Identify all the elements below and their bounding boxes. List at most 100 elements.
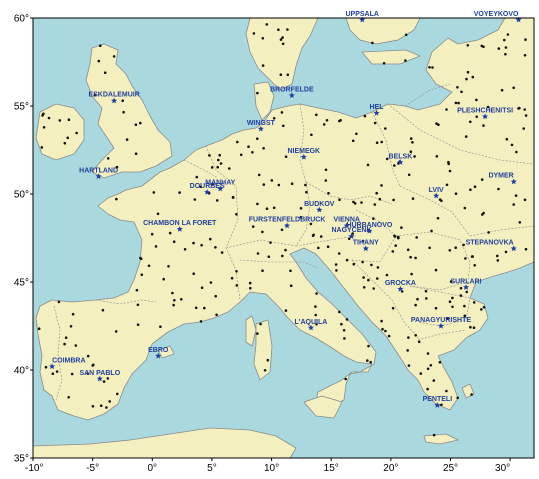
measurement-dot [314,313,318,317]
measurement-dot [251,225,255,228]
measurement-dot [159,325,162,329]
measurement-dot [37,327,41,331]
country-borders [53,83,535,401]
measurement-dot [355,132,358,136]
measurement-dot [366,359,369,362]
measurement-dot [486,105,490,109]
border-ukraine-russia [469,225,535,237]
observatory-label: SAN PABLO [79,370,120,377]
measurement-dot [154,245,158,248]
measurement-dot [69,325,73,328]
measurement-dot [272,117,276,120]
measurement-dot [524,38,527,41]
measurement-dot [102,380,106,383]
measurement-dot [194,306,198,310]
measurement-dot [451,305,454,309]
measurement-dot [469,188,472,191]
measurement-dot [370,263,373,267]
measurement-dot [345,258,349,262]
observatory-label: NAGYCENK [331,227,371,234]
measurement-dot [57,300,61,304]
border-germany-poland [299,103,307,183]
measurement-dot [211,183,214,186]
latitude-tick-label: 55° [14,102,29,113]
border-poland-east [371,111,401,187]
land-great-britain [85,43,173,179]
measurement-dot [122,110,125,114]
measurement-dot [505,137,509,141]
measurement-dot [414,303,417,307]
border-bulgaria [409,285,471,327]
measurement-dot [393,164,396,167]
observatory-star-icon [300,153,307,160]
border-ukraine-west [399,185,471,237]
observatory-star-icon [155,352,162,359]
measurement-dot [480,178,484,181]
measurement-dot [435,155,439,158]
measurement-dot [63,141,67,145]
observatory-label: L'AQUILA [295,319,328,326]
measurement-dot [108,400,111,403]
land-masses [32,17,535,459]
measurement-dot [286,28,289,31]
measurement-dot [284,155,288,158]
measurement-dot [448,169,452,173]
measurement-dot [70,372,74,376]
observatory-label: COIMBRA [52,357,85,364]
measurement-dot [487,231,490,234]
observatory-label: BUDKOV [304,201,335,208]
measurement-dot [279,73,283,76]
measurement-dot [44,365,48,369]
measurement-dot [192,241,195,245]
measurement-dot [371,41,374,45]
measurement-dot [139,256,142,260]
measurement-dot [200,243,203,247]
measurement-dot [192,272,195,276]
measurement-dot [279,38,283,41]
measurement-dot [351,139,355,143]
observatory-star-icon [176,226,183,232]
measurement-dot [315,323,318,326]
observatory-star-icon [437,322,444,329]
measurement-dot [173,299,176,302]
observatory-star-icon [96,375,103,382]
measurement-dot [387,334,391,338]
measurement-dot [335,269,338,272]
measurement-dot [261,269,264,273]
longitude-tick-label: 5° [207,463,217,474]
observatory-star-icon [373,109,380,116]
measurement-dot [193,198,197,201]
measurement-dot [135,288,139,292]
measurement-dot [446,317,449,320]
observatory-star-icon [397,159,404,165]
measurement-dot [438,198,442,201]
measurement-dot [178,191,181,194]
measurement-dot [464,135,468,138]
measurement-dot [309,222,313,226]
measurement-dot [367,278,370,282]
longitude-tick-label: 20° [383,463,398,474]
measurement-dot [105,406,108,409]
measurement-dot [282,124,285,128]
measurement-dot [315,292,318,295]
measurement-dot [265,207,269,210]
measurement-dot [463,314,467,318]
measurement-dot [345,318,349,321]
latitude-tick-label: 60° [14,14,29,25]
measurement-dot [523,108,526,111]
observatory-label: PLESHCHENITSI [457,108,513,115]
measurement-dot [406,248,410,252]
observatory-label: HARTLAND [79,167,118,174]
measurement-dot [381,327,384,331]
measurement-dot [172,240,176,243]
measurement-dot [251,151,254,154]
observatory-star-icon [95,173,102,179]
measurement-dot [362,276,365,279]
measurement-dot [460,90,463,94]
measurement-dot [327,191,330,195]
measurement-dot [466,44,470,47]
measurement-dot [470,393,473,396]
border-france-spain [95,299,157,305]
measurement-dot [255,137,259,140]
measurement-dot [208,154,211,157]
